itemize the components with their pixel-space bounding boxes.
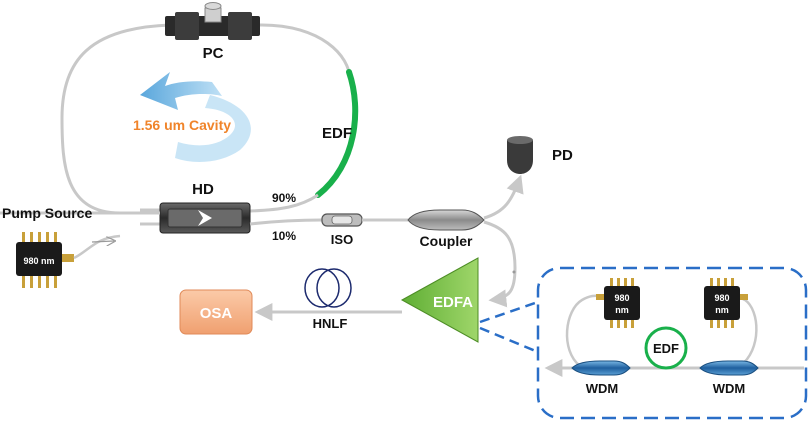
pd-label: PD: [552, 147, 573, 164]
fiber-coupler-to-edfa: [483, 220, 517, 308]
edfa-triangle: [400, 257, 479, 343]
inset-edf-coil: [644, 326, 688, 370]
iso-label: ISO: [331, 232, 353, 247]
callout-line-bottom: [479, 326, 539, 354]
fiber-coupler-to-pd: [483, 174, 524, 220]
osa-label: OSA: [200, 305, 233, 322]
fiber-dot: [512, 270, 516, 274]
iso-component: [321, 213, 363, 227]
callout-line-top: [479, 300, 539, 324]
pc-component: [165, 2, 260, 40]
inset-wdm-right-label: WDM: [713, 381, 746, 396]
inset-pump-fiber-left: [565, 294, 605, 367]
inset-edf-label: EDF: [653, 341, 679, 356]
hd-component: [140, 202, 251, 234]
inset-chip-right-text-1: 980: [714, 293, 729, 303]
inset-chip-right-text-2: nm: [715, 305, 729, 315]
inset-chip-left-text-1: 980: [614, 293, 629, 303]
port-90-label: 90%: [272, 191, 296, 205]
fiber-pump-to-hd: [73, 234, 121, 260]
inset-wdm-right: [699, 360, 759, 376]
pump-chip-label: 980 nm: [23, 256, 54, 266]
pc-label: PC: [203, 45, 224, 62]
inset-chip-left-text-2: nm: [615, 305, 629, 315]
inset-wdm-left-label: WDM: [586, 381, 619, 396]
inset-pump-chip-left-icon: [596, 278, 640, 328]
cavity-direction-arrow-icon: [140, 72, 251, 162]
cavity-fiber-ring: [60, 23, 352, 215]
pd-icon: [507, 136, 533, 174]
fiber-edf-to-hd: [249, 193, 319, 213]
cavity-label: 1.56 um Cavity: [133, 117, 231, 133]
edf-label: EDF: [322, 125, 352, 142]
edfa-label: EDFA: [433, 294, 473, 311]
osa-box: [179, 289, 253, 335]
inset-wdm-left: [571, 360, 631, 376]
edfa-inset-frame: [536, 266, 808, 420]
pump-direction-arrow-icon: [91, 241, 114, 242]
inset-pump-chip-right-icon: [704, 278, 748, 328]
hd-label: HD: [192, 181, 214, 198]
pump-source-label: Pump Source: [2, 205, 92, 221]
port-10-label: 10%: [272, 229, 296, 243]
pump-chip-icon: [16, 232, 74, 288]
edf-fiber-segment: [315, 69, 359, 198]
fiber-hd-to-iso: [249, 218, 323, 226]
coupler-component: [407, 209, 485, 231]
hnlf-coil-icon: [304, 268, 352, 308]
hnlf-label: HNLF: [313, 316, 348, 331]
coupler-label: Coupler: [420, 233, 473, 249]
